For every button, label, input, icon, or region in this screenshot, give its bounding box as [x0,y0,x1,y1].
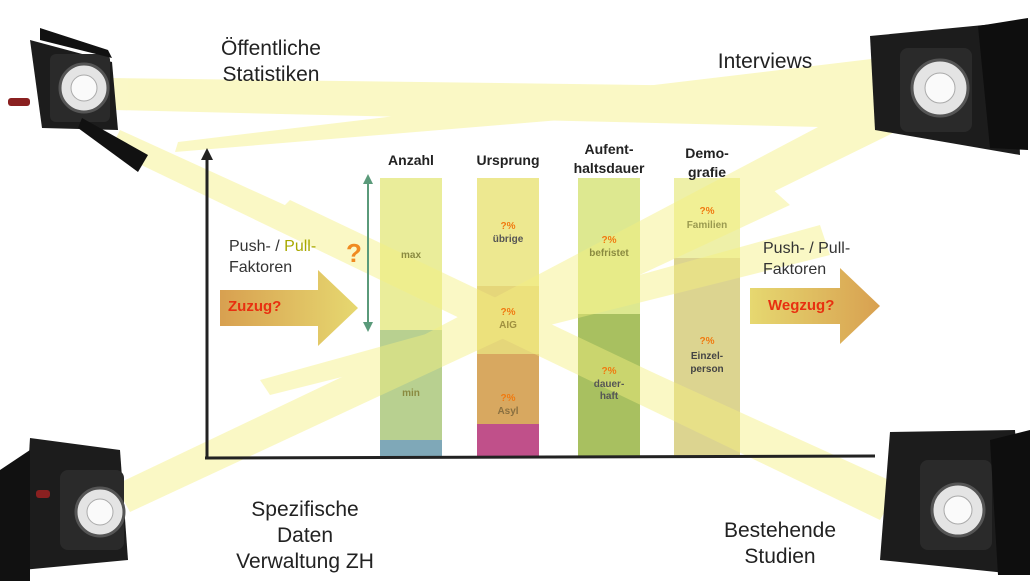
segment-asyl [477,354,539,424]
percent-uebrige: ?% [500,221,516,232]
wegzug-arrow [750,268,880,344]
column-header-aufenthaltsdauer: Aufent- haltsdauer [573,141,645,176]
spotlight-top-right [870,18,1028,155]
push-pull-left: Push- / Pull- Faktoren [229,238,317,276]
label-spezifische-daten: Spezifische Daten Verwaltung ZH [236,498,374,573]
segment-einzelperson [674,258,740,456]
segment-min [380,330,442,456]
segment-dauerhaft [578,314,640,456]
segment-label-familien: Familien [686,220,728,231]
segment-uebrige [477,178,539,286]
label-oeffentliche-statistiken: Öffentliche Statistiken [220,37,321,86]
percent-einzelperson: ?% [699,336,715,347]
percent-asyl: ?% [500,393,516,404]
segment-label-max: max [400,250,421,261]
spotlight-top-left [8,28,148,172]
segment-label-aig: AIG [499,320,517,331]
beam-bottom-left [115,178,790,512]
wegzug-label: Wegzug? [768,297,835,314]
question-mark: ? [346,238,362,268]
beam-top-left-down [110,130,900,520]
column-header-ursprung: Ursprung [476,152,540,168]
bar-ursprung [477,178,539,456]
segment-label-uebrige: übrige [492,234,524,245]
column-header-demografie: Demo- grafie [685,145,729,180]
segment-label-einzelperson: Einzel- person [690,351,724,375]
segment-label-befristet: befristet [589,248,629,259]
zuzug-label: Zuzug? [228,298,282,315]
range-double-arrow [363,174,373,332]
zuzug-arrow [220,270,358,346]
x-axis [204,454,876,460]
segment-max [380,178,442,330]
segment-label-dauerhaft: dauer- haft [593,379,625,402]
bar-anzahl [380,178,442,456]
spotlight-bottom-right [880,430,1030,575]
spotlight-bottom-left [0,438,128,581]
segment-befristet [578,178,640,314]
beam-top-right [175,52,945,152]
bar-aufenthaltsdauer [578,178,640,456]
percent-dauerhaft: ?% [601,366,617,377]
column-header-anzahl: Anzahl [388,152,434,168]
y-axis-arrowhead [201,148,213,160]
bar-demografie [674,178,740,456]
percent-aig: ?% [500,307,516,318]
label-bestehende-studien: Bestehende Studien [723,519,837,568]
segment-familien [674,178,740,258]
segment-label-asyl: Asyl [497,406,519,417]
push-pull-right: Push- / Pull- Faktoren [763,240,851,278]
beam-right-cross [310,60,960,410]
light-beams [110,52,960,520]
beam-mid [260,225,830,395]
label-interviews: Interviews [717,50,813,73]
segment-aig [477,286,539,354]
beam-top-left [110,78,880,128]
percent-familien: ?% [699,206,715,217]
percent-befristet: ?% [601,235,617,246]
segment-label-min: min [402,388,420,399]
beam-bottom-right [275,200,900,515]
